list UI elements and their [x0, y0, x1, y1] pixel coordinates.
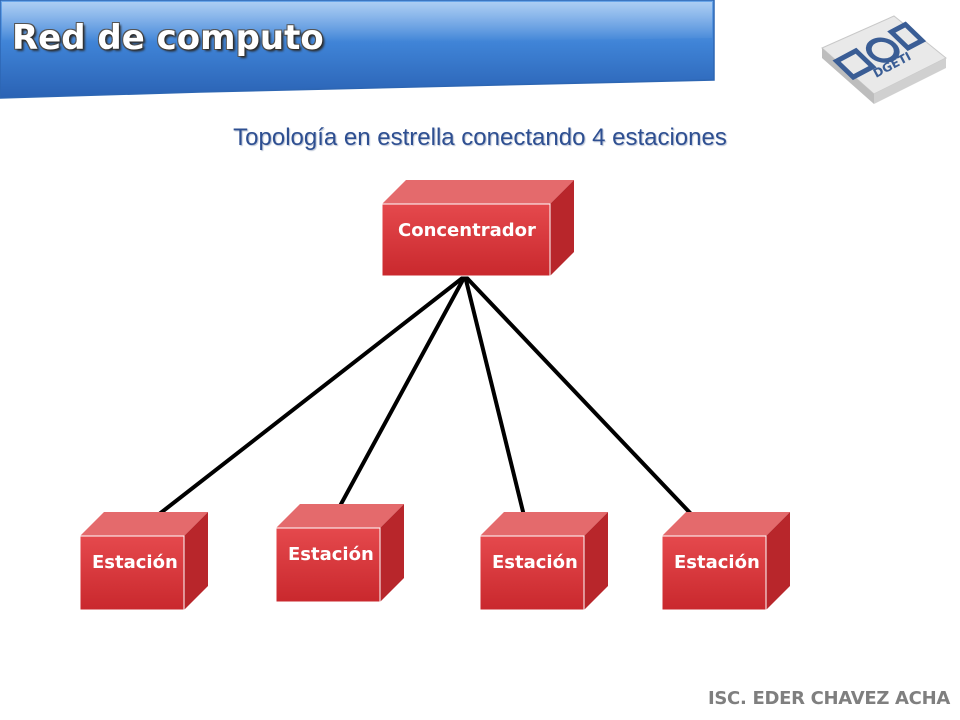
station-node-2-label: Estación — [288, 544, 374, 565]
station-node-3-label: Estación — [492, 552, 578, 573]
dgeti-logo: DGETI — [821, 15, 947, 104]
hub-node-side — [550, 180, 574, 276]
hub-node-label: Concentrador — [398, 220, 536, 241]
diagram-subtitle: Topología en estrella conectando 4 estac… — [233, 124, 727, 151]
hub-node-top — [382, 180, 574, 204]
station-node-3: Estación — [479, 512, 608, 611]
title-banner — [0, 0, 715, 99]
station-node-4-top — [662, 512, 790, 536]
station-node-4: Estación — [661, 512, 790, 611]
link-hub-station-1 — [129, 274, 467, 538]
hub-node: Concentrador — [381, 180, 574, 277]
link-hub-station-4 — [463, 274, 714, 538]
station-node-4-label: Estación — [674, 552, 760, 573]
station-node-4-side — [766, 512, 790, 610]
station-node-3-front — [479, 535, 585, 611]
author-footer: ISC. EDER CHAVEZ ACHA — [707, 688, 950, 709]
slide-title: Red de computo — [12, 18, 324, 58]
station-node-2-front — [275, 527, 381, 603]
station-node-1-top — [80, 512, 208, 536]
station-node-3-top — [480, 512, 608, 536]
hub-node-front — [381, 203, 551, 277]
station-node-3-side — [584, 512, 608, 610]
link-hub-station-3 — [463, 274, 531, 538]
link-hub-station-2 — [326, 274, 467, 530]
station-node-2-side — [380, 504, 404, 602]
station-node-4-front — [661, 535, 767, 611]
station-node-1-label: Estación — [92, 552, 178, 573]
station-node-1: Estación — [79, 512, 208, 611]
network-links — [129, 274, 714, 538]
station-node-2: Estación — [275, 504, 404, 603]
station-node-2-top — [276, 504, 404, 528]
station-node-1-front — [79, 535, 185, 611]
station-node-1-side — [184, 512, 208, 610]
